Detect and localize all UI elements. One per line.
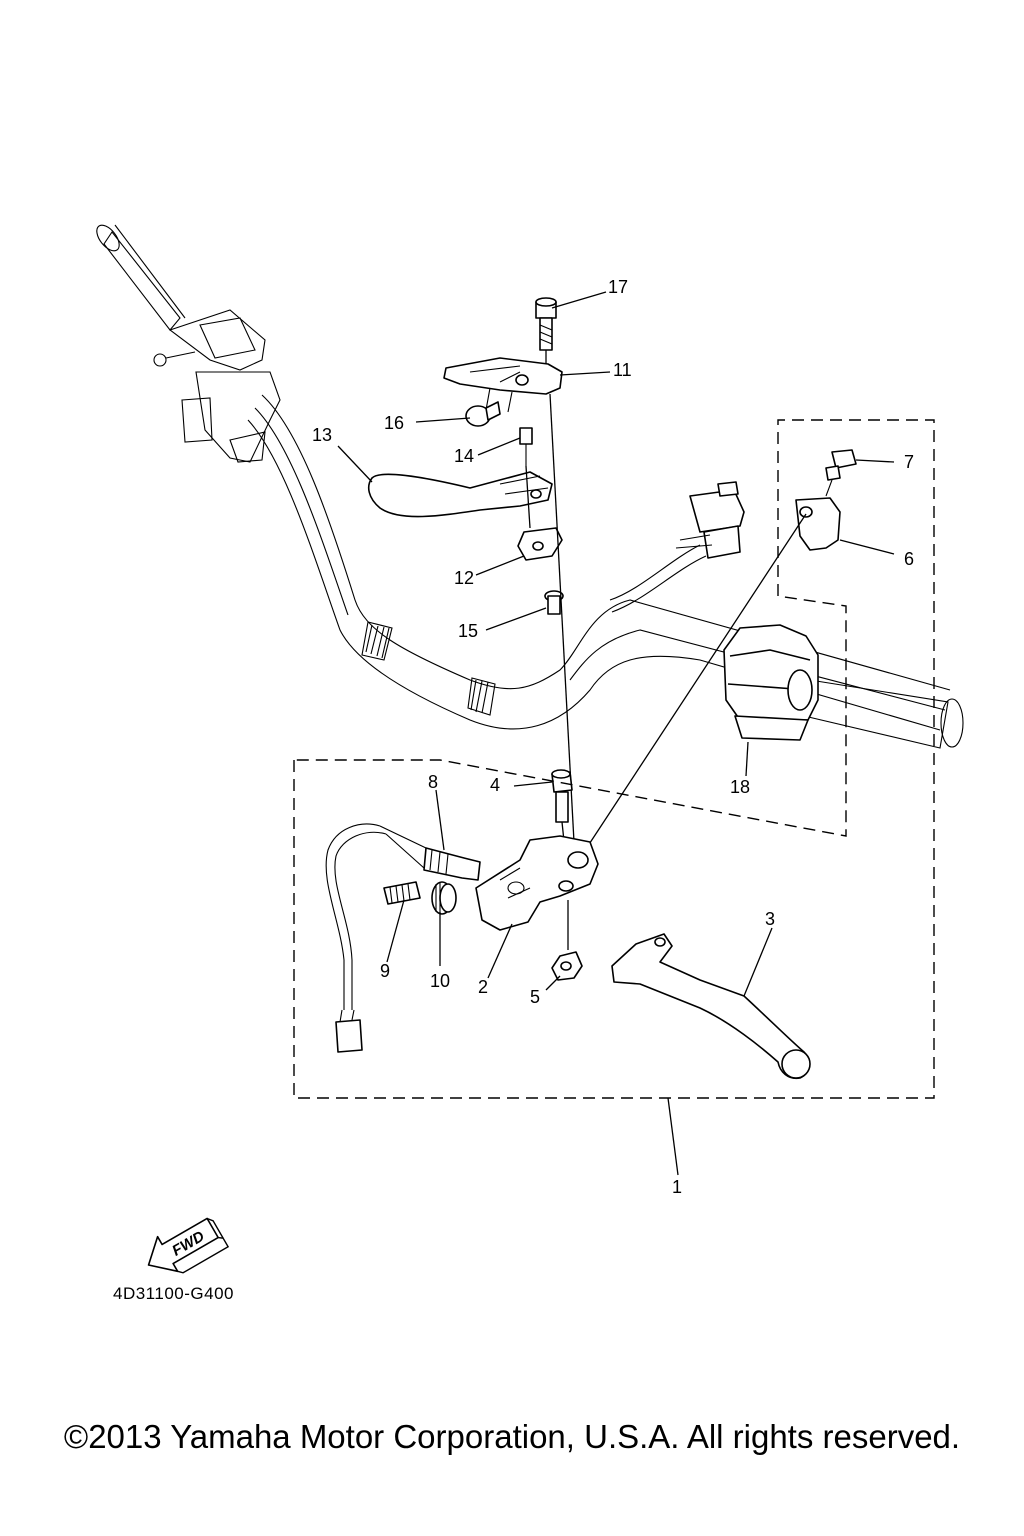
callout-13: 13 — [312, 425, 332, 445]
callout-5: 5 — [530, 987, 540, 1007]
callout-6: 6 — [904, 549, 914, 569]
callout-15: 15 — [458, 621, 478, 641]
callout-3: 3 — [765, 909, 775, 929]
master-cylinder — [153, 309, 281, 463]
fwd-arrow-icon: FWD — [147, 1217, 230, 1274]
assembly-1-boundary — [293, 419, 935, 1099]
callout-18: 18 — [730, 777, 750, 797]
copyright-notice: ©2013 Yamaha Motor Corporation, U.S.A. A… — [63, 1418, 961, 1455]
lever-assembly — [325, 769, 811, 1080]
callout-9: 9 — [380, 961, 390, 981]
callout-2: 2 — [478, 977, 488, 997]
callout-4: 4 — [490, 775, 500, 795]
callout-11: 11 — [613, 360, 632, 380]
handlebar — [96, 224, 964, 749]
callout-7: 7 — [904, 452, 914, 472]
leader-lines — [337, 291, 895, 1176]
hot-start-assembly — [367, 297, 575, 843]
callout-1: 1 — [672, 1177, 682, 1197]
callout-10: 10 — [430, 971, 450, 991]
callout-16: 16 — [384, 413, 404, 433]
callout-12: 12 — [454, 568, 474, 588]
callout-17: 17 — [608, 277, 628, 297]
drawing-code: 4D31100-G400 — [113, 1284, 234, 1303]
switch-group — [579, 449, 857, 859]
callout-14: 14 — [454, 446, 474, 466]
callout-8: 8 — [428, 772, 438, 792]
